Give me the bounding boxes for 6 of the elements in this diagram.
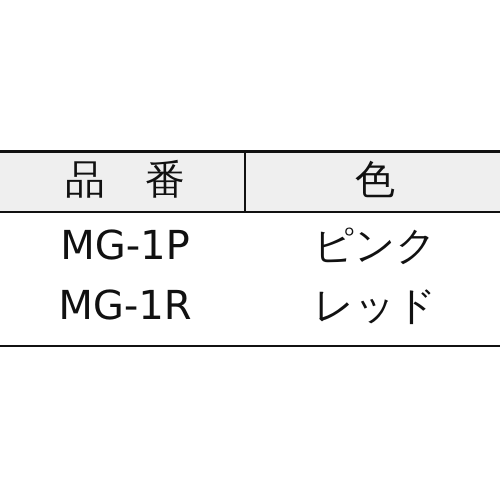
column-heading: 色 [355,156,395,204]
product-code: MG-1P [60,222,190,270]
product-code: MG-1R [58,282,192,330]
color-name: レッド [314,282,436,330]
color-name: ピンク [314,222,436,270]
column-heading: 品番 [65,156,225,204]
